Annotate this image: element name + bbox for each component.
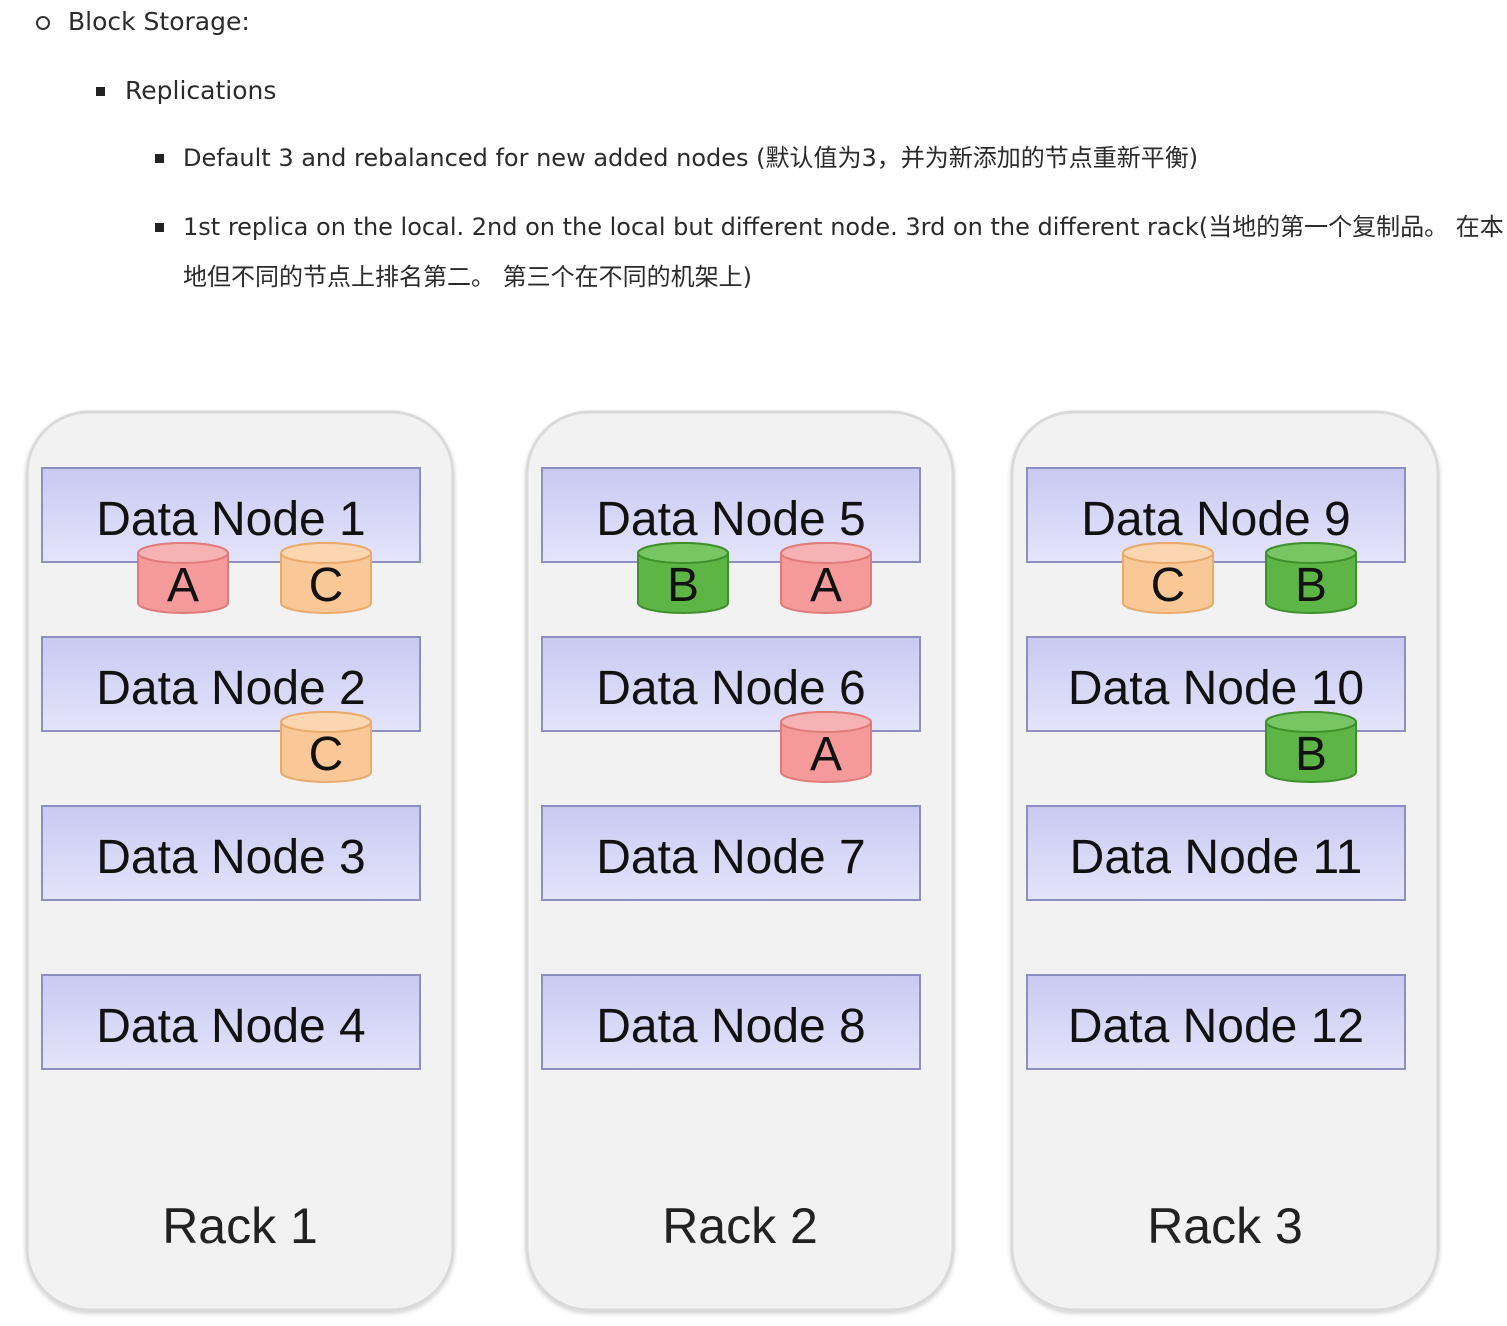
data-node-label: Data Node 5 bbox=[596, 493, 866, 546]
cylinder-top bbox=[1122, 542, 1214, 564]
data-node: Data Node 4 bbox=[41, 974, 421, 1070]
bullet-replica-placement: 1st replica on the local. 2nd on the loc… bbox=[155, 202, 1507, 302]
data-node-label: Data Node 2 bbox=[96, 662, 366, 715]
replica-label: B bbox=[1295, 559, 1327, 612]
data-node-label: Data Node 3 bbox=[96, 831, 366, 884]
replica-label: B bbox=[667, 559, 699, 612]
data-node-label: Data Node 4 bbox=[96, 1000, 366, 1053]
replica-cylinder: C bbox=[1122, 542, 1214, 614]
replica-label: A bbox=[810, 559, 842, 612]
data-node-box bbox=[541, 805, 921, 901]
cylinder-top bbox=[280, 542, 372, 564]
data-node: Data Node 7 bbox=[541, 805, 921, 901]
rack: Data Node 5 Data Node 6 Data Node 7 Data No… bbox=[525, 410, 955, 1312]
rack: Data Node 9 Data Node 10 Data Node 11 Data … bbox=[1010, 410, 1440, 1312]
replica-cylinder: A bbox=[137, 542, 229, 614]
cylinder-top bbox=[280, 711, 372, 733]
replica-cylinder: C bbox=[280, 711, 372, 783]
replica-cylinder: B bbox=[637, 542, 729, 614]
rack-label: Rack 3 bbox=[1147, 1198, 1303, 1254]
cylinder-top bbox=[780, 711, 872, 733]
replica-label: A bbox=[810, 728, 842, 781]
replica-cylinder: A bbox=[780, 711, 872, 783]
data-node-label: Data Node 1 bbox=[96, 493, 366, 546]
cylinder-top bbox=[780, 542, 872, 564]
cylinder-top bbox=[1265, 711, 1357, 733]
replica-cylinder: B bbox=[1265, 711, 1357, 783]
data-node-box bbox=[41, 805, 421, 901]
replica-label: C bbox=[309, 559, 344, 612]
cylinder-top bbox=[1265, 542, 1357, 564]
replica-cylinder: A bbox=[780, 542, 872, 614]
bullet-default-replicas: Default 3 and rebalanced for new added n… bbox=[155, 133, 1198, 183]
replica-label: C bbox=[1151, 559, 1186, 612]
data-node: Data Node 8 bbox=[541, 974, 921, 1070]
data-node-label: Data Node 9 bbox=[1081, 493, 1351, 546]
data-node-box bbox=[1026, 974, 1406, 1070]
bullet-replications: Replications bbox=[96, 66, 276, 116]
square-bullet-icon bbox=[96, 87, 105, 96]
data-node-box bbox=[1026, 805, 1406, 901]
bullet-text: 1st replica on the local. 2nd on the loc… bbox=[183, 213, 1504, 291]
data-node: Data Node 9 bbox=[1026, 467, 1406, 563]
data-node-label: Data Node 6 bbox=[596, 662, 866, 715]
data-node: Data Node 11 bbox=[1026, 805, 1406, 901]
circle-bullet-icon bbox=[36, 16, 50, 30]
bullet-block-storage: Block Storage: bbox=[36, 0, 250, 47]
replica-cylinder: C bbox=[280, 542, 372, 614]
replica-label: C bbox=[309, 728, 344, 781]
data-node-label: Data Node 7 bbox=[596, 831, 866, 884]
data-node: Data Node 12 bbox=[1026, 974, 1406, 1070]
rack-label: Rack 2 bbox=[662, 1198, 818, 1254]
square-bullet-icon bbox=[155, 223, 164, 232]
bullet-text: Default 3 and rebalanced for new added n… bbox=[183, 144, 1199, 172]
replica-label: B bbox=[1295, 728, 1327, 781]
data-node: Data Node 3 bbox=[41, 805, 421, 901]
cylinder-top bbox=[137, 542, 229, 564]
data-node-box bbox=[541, 974, 921, 1070]
replica-cylinder: B bbox=[1265, 542, 1357, 614]
bullet-text: Replications bbox=[125, 76, 277, 105]
square-bullet-icon bbox=[155, 154, 164, 163]
data-node: Data Node 5 bbox=[541, 467, 921, 563]
cylinder-top bbox=[637, 542, 729, 564]
data-node-label: Data Node 8 bbox=[596, 1000, 866, 1053]
rack: Data Node 1 Data Node 2 Data Node 3 Data No… bbox=[25, 410, 455, 1312]
data-node-label: Data Node 12 bbox=[1068, 1000, 1364, 1053]
data-node-label: Data Node 10 bbox=[1068, 662, 1364, 715]
replica-label: A bbox=[167, 559, 199, 612]
data-node-box bbox=[41, 974, 421, 1070]
bullet-text: Block Storage: bbox=[68, 7, 250, 36]
rack-label: Rack 1 bbox=[162, 1198, 318, 1254]
data-node-label: Data Node 11 bbox=[1070, 831, 1363, 884]
